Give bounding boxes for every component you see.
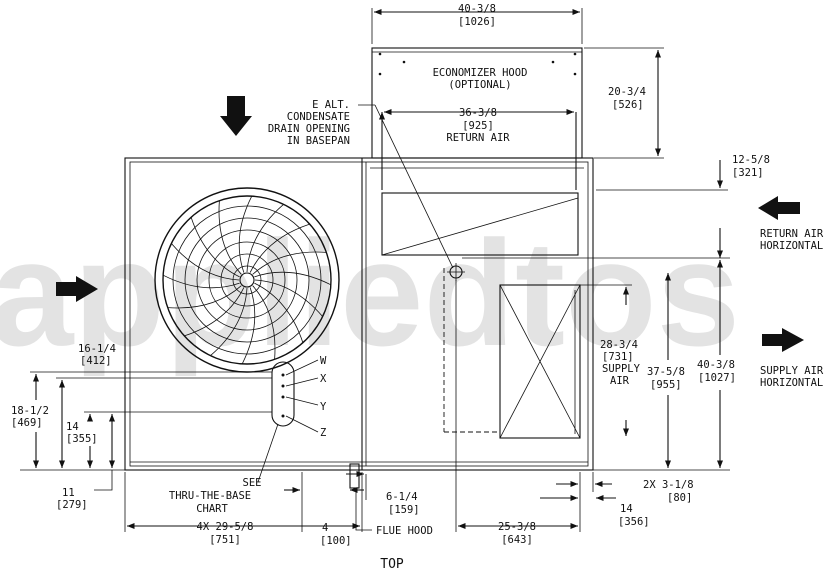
flue-hood-label: FLUE HOOD [376,525,433,537]
connection-z: Z [320,427,326,439]
return-air-horizontal-1: RETURN AIR [760,228,824,240]
supply-opening-line1: SUPPLY [602,363,641,375]
supply-air-opening [443,268,581,439]
right-arrow-icon [56,276,98,302]
left-14-value: 14 [66,421,79,433]
fan-spoke [241,287,256,365]
left-18-value: 18-1/2 [11,405,49,417]
hood-depth-metric: [526] [612,99,644,111]
airflow-arrows [56,96,804,352]
fan-spoke [190,217,240,278]
return-air-horizontal-2: HORIZONTAL [760,240,823,252]
left-16-metric: [412] [80,355,112,367]
condensate-line1: E ALT. [312,99,350,111]
overall-depth-metric: [1027] [698,372,736,384]
top-offset-metric: [321] [732,167,764,179]
return-air-arrow-icon [758,196,800,220]
overall-depth-value: 40-3/8 [697,359,735,371]
supply-air-horizontal-2: HORIZONTAL [760,377,823,389]
supply-opening-line2: AIR [610,375,630,387]
hood-depth-value: 20-3/4 [608,86,646,98]
return-air-opening: 36-3/8 [925] RETURN AIR [378,107,579,256]
bottom-14-metric: [356] [618,516,650,528]
fan-spoke [238,195,253,273]
hood-width-metric: [1026] [458,16,496,28]
thru-base-note: SEE THRU-THE-BASE CHART [169,423,279,515]
top-offset-value: 12-5/8 [732,154,770,166]
bottom-14-value: 14 [620,503,633,515]
bottom-25-metric: [643] [501,534,533,546]
condensate-line4: IN BASEPAN [287,135,350,147]
return-air-label: RETURN AIR [446,132,510,144]
supply-opening-metric: [731] [602,351,634,363]
fan-grille-spokes [162,195,332,365]
dim-left: 16-1/4 [412] 18-1/2 [469] 14 [355] 11 [2… [11,343,272,511]
thru-base-slot: W X Y Z [271,355,327,439]
thru-base-line3: CHART [196,503,228,515]
supply-height-metric: [955] [650,379,682,391]
connection-w: W [320,355,327,367]
bottom-4-value: 4 [322,522,328,534]
fan-spoke [254,282,304,343]
condensate-drain-note: E ALT. CONDENSATE DRAIN OPENING IN BASEP… [268,99,350,147]
economizer-hood-label: ECONOMIZER HOOD [433,67,528,79]
dim-hood-width: 40-3/8 [1026] [371,3,583,44]
condensate-line2: CONDENSATE [287,111,350,123]
bottom-2x-metric: [80] [667,492,692,504]
fan-spoke [184,287,245,337]
thru-base-line1: SEE [243,477,262,489]
connection-x: X [320,373,327,385]
left-16-value: 16-1/4 [78,343,116,355]
fan-spoke [252,251,327,275]
fan-spoke [252,285,276,360]
return-air-dim-metric: [925] [462,120,494,132]
supply-height-value: 37-5/8 [647,366,685,378]
economizer-hood-optional: (OPTIONAL) [448,79,511,91]
left-11-value: 11 [62,487,75,499]
left-14-metric: [355] [66,433,98,445]
economizer-hood: ECONOMIZER HOOD (OPTIONAL) [371,47,583,159]
connection-y: Y [320,401,327,413]
watermark: appliedtos [0,209,740,377]
fan-spoke [167,285,242,309]
return-air-dim: 36-3/8 [459,107,497,119]
dim-hood-depth: 20-3/4 [526] [584,47,664,159]
fan-spoke [218,200,242,275]
fan-spoke [210,287,248,356]
bottom-4x-value: 4X 29-5/8 [197,521,254,533]
supply-air-arrow-icon [762,328,804,352]
bottom-4-metric: [100] [320,535,352,547]
bottom-2x-value: 2X 3-1/8 [643,479,694,491]
dim-bottom: 4X 29-5/8 [751] 4 [100] 6-1/4 [159] 25-3… [124,280,694,547]
dim-top-offset: 12-5/8 [321] [596,154,770,258]
fan-spoke [162,274,240,289]
fan-spoke [249,223,310,273]
supply-opening-dim: 28-3/4 [600,339,638,351]
fan-spoke [254,279,323,317]
condensate-line3: DRAIN OPENING [268,123,350,135]
bottom-4x-metric: [751] [209,534,241,546]
condensate-drain-marker [358,104,465,281]
down-arrow-icon [220,96,252,136]
left-11-metric: [279] [56,499,88,511]
supply-air-horizontal-1: SUPPLY AIR [760,365,824,377]
fan-spoke [254,271,332,286]
left-18-metric: [469] [11,417,43,429]
fan-spoke [246,204,284,273]
thru-base-line2: THRU-THE-BASE [169,490,251,502]
bottom-25-value: 25-3/8 [498,521,536,533]
fan-spoke [171,243,240,281]
dim-supply-height: 28-3/4 [731] SUPPLY AIR 37-5/8 [955] 40-… [462,257,736,471]
hood-width-value: 40-3/8 [458,3,496,15]
bottom-6-metric: [159] [388,504,420,516]
bottom-6-value: 6-1/4 [386,491,418,503]
view-title: TOP [380,557,404,572]
